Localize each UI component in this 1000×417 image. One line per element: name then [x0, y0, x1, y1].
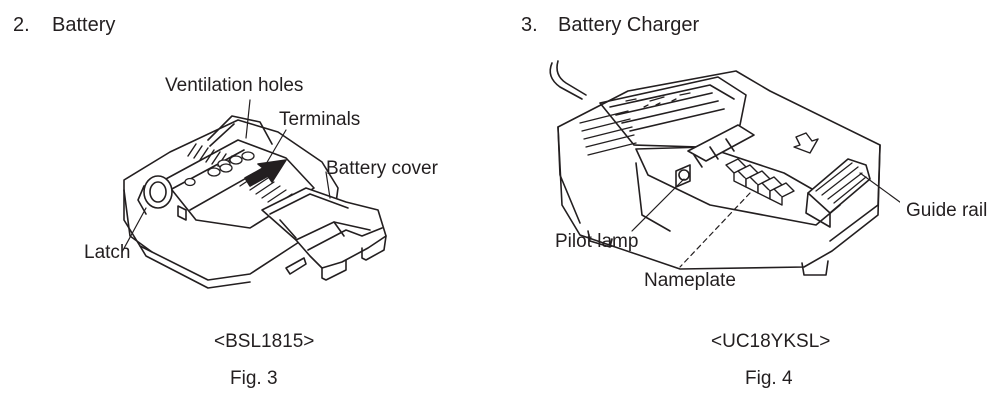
- fig-4-caption: Fig. 4: [745, 368, 793, 389]
- label-nameplate: Nameplate: [644, 270, 736, 291]
- section-number: 2.: [13, 14, 30, 36]
- charger-model: <UC18YKSL>: [711, 331, 831, 352]
- label-pilot-lamp: Pilot lamp: [555, 231, 639, 252]
- section-title: Battery Charger: [558, 14, 700, 36]
- fig-3-caption: Fig. 3: [230, 368, 278, 389]
- battery-model: <BSL1815>: [214, 331, 315, 352]
- label-terminals: Terminals: [279, 109, 361, 130]
- charger-illustration: [540, 55, 900, 305]
- section-title: Battery: [52, 14, 116, 36]
- label-latch: Latch: [84, 242, 131, 263]
- section-number: 3.: [521, 14, 538, 36]
- label-ventilation-holes: Ventilation holes: [165, 75, 304, 96]
- battery-illustration: [100, 60, 460, 300]
- label-guide-rail: Guide rail: [906, 200, 988, 221]
- label-battery-cover: Battery cover: [326, 158, 438, 179]
